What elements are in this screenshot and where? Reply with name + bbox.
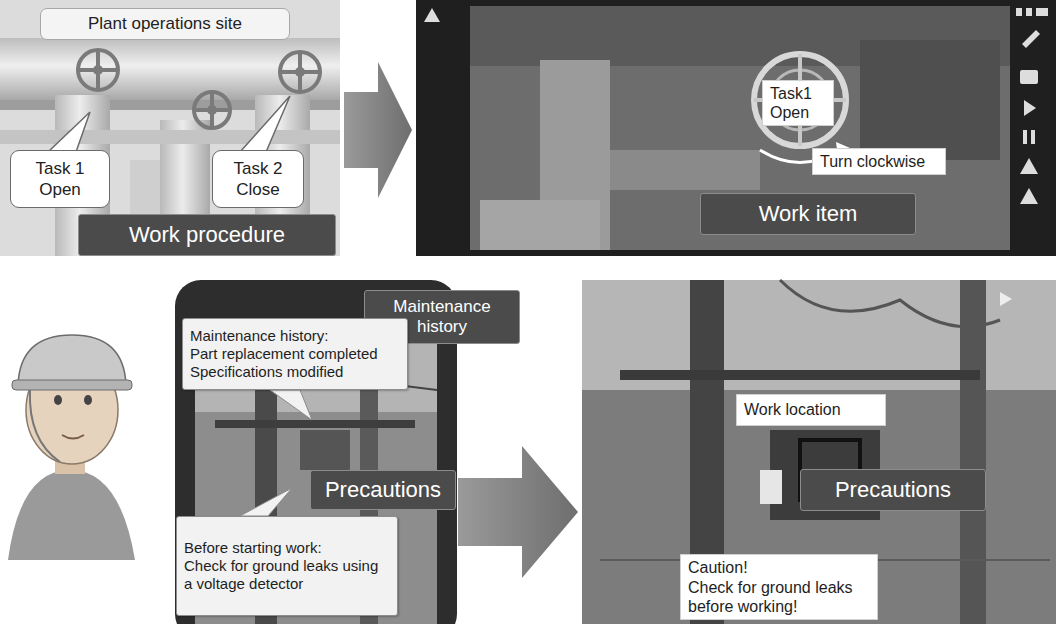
plant-illustration-part xyxy=(0,0,340,256)
plant-illustration-part xyxy=(295,67,305,77)
node-text: Turn clockwise xyxy=(820,152,938,171)
plant-illustration-part xyxy=(93,65,103,75)
field-photo-part xyxy=(780,280,1000,327)
plant-illustration-part xyxy=(93,65,305,115)
tablet-photo xyxy=(416,0,1056,256)
node-text: Work procedure xyxy=(129,222,285,247)
tablet-photo-part xyxy=(480,200,600,250)
section-band: Precautions xyxy=(800,469,986,511)
worker-figure-part xyxy=(18,335,126,385)
tablet-photo-part xyxy=(1020,70,1038,84)
field-photo xyxy=(582,280,1056,624)
field-photo-part xyxy=(960,280,986,624)
plant-illustration-part xyxy=(0,38,340,100)
plant-illustration-part xyxy=(240,96,290,152)
node-text: Work item xyxy=(759,201,858,226)
info-callout: Maintenance history:Part replacement com… xyxy=(182,318,408,390)
flow-arrow-part xyxy=(458,446,578,578)
node-text: Before starting work: xyxy=(184,539,390,557)
worker-figure-part xyxy=(12,380,132,390)
flow-arrow xyxy=(344,62,412,198)
node-text: Check for ground leaks before working! xyxy=(688,578,870,616)
worker-figure-part xyxy=(30,390,60,462)
tablet-photo-part xyxy=(1022,30,1040,48)
field-photo-part xyxy=(1000,292,1012,306)
tablet-photo-part xyxy=(1036,8,1048,16)
node-text: Maintenance history: xyxy=(190,327,400,345)
tablet-photo-part xyxy=(1023,130,1027,144)
plant-illustration xyxy=(0,0,340,256)
section-band: Work procedure xyxy=(78,214,336,256)
flow-arrow-part xyxy=(344,62,412,198)
node-text: Task 1 Open xyxy=(19,158,101,201)
tablet-photo-part xyxy=(860,40,1000,160)
tablet-photo-part xyxy=(1020,188,1038,204)
smartphone-part xyxy=(215,420,415,428)
ar-label: Turn clockwise xyxy=(812,148,946,175)
smartphone-part xyxy=(270,390,312,420)
tablet-photo-part xyxy=(1026,8,1032,16)
node-text: Task 2 Close xyxy=(221,158,295,201)
ar-label: Task1 Open xyxy=(762,80,834,126)
task-callout: Task 2 Close xyxy=(212,150,304,208)
tablet-photo-part xyxy=(1016,8,1022,16)
tablet-photo-part xyxy=(416,0,1056,256)
tablet-photo-part xyxy=(1020,158,1038,174)
tablet-photo-part xyxy=(424,8,440,22)
ar-label: Caution!Check for ground leaks before wo… xyxy=(680,554,878,620)
tablet-photo-part xyxy=(1016,8,1048,204)
node-text: Specifications modified xyxy=(190,363,400,381)
worker-figure-part xyxy=(84,395,92,405)
plant-illustration-part xyxy=(48,112,90,152)
section-band: Work item xyxy=(700,193,916,235)
smartphone-part xyxy=(300,430,350,470)
tablet-photo-part xyxy=(1031,130,1035,144)
worker-figure-part xyxy=(8,470,135,560)
info-callout: Before starting work:Check for ground le… xyxy=(176,516,398,616)
node-text: Check for ground leaks using a voltage d… xyxy=(184,557,390,593)
site-label: Plant operations site xyxy=(40,8,290,40)
field-photo-part xyxy=(582,280,1056,624)
node-text: Precautions xyxy=(325,477,441,502)
node-text: Task1 Open xyxy=(770,84,826,122)
node-text: Part replacement completed xyxy=(190,345,400,363)
tablet-photo-part xyxy=(610,150,760,190)
tablet-photo-part xyxy=(1024,100,1036,116)
field-photo-part xyxy=(620,370,980,380)
plant-illustration-part xyxy=(78,50,118,90)
section-band: Precautions xyxy=(310,470,456,510)
flow-arrow xyxy=(458,446,578,578)
node-text: Plant operations site xyxy=(88,14,242,34)
plant-illustration-part xyxy=(207,105,217,115)
tablet-photo-part xyxy=(754,54,846,146)
field-photo-part xyxy=(760,470,782,504)
node-text: Caution! xyxy=(688,558,870,577)
worker-figure xyxy=(8,335,135,560)
plant-illustration-part xyxy=(194,92,230,128)
ar-label: Work location xyxy=(736,394,886,426)
smartphone-part xyxy=(240,488,292,516)
plant-illustration-part xyxy=(0,130,340,144)
plant-illustration-part xyxy=(78,50,320,128)
worker-figure-part xyxy=(54,395,62,405)
node-text: Work location xyxy=(744,400,878,419)
task-callout: Task 1 Open xyxy=(10,150,110,208)
plant-illustration-part xyxy=(280,52,320,92)
worker-figure-part xyxy=(62,435,84,439)
tablet-photo-part xyxy=(470,6,1010,250)
node-text: Precautions xyxy=(835,477,951,502)
